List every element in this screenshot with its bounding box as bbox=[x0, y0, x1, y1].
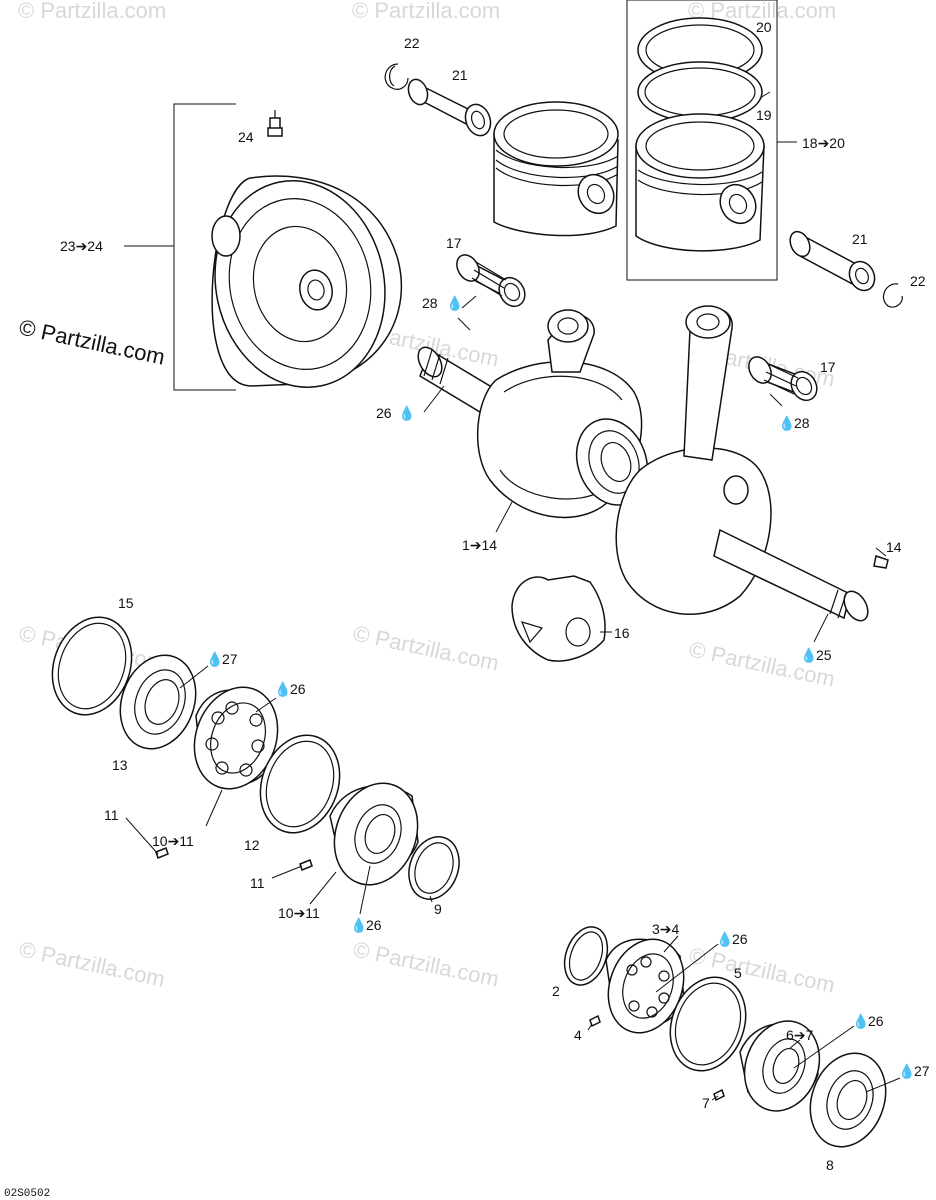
crankshaft-assembly bbox=[417, 305, 869, 622]
callout-23-24: 23➔24 bbox=[60, 238, 103, 254]
callout-6-7: 6➔7 bbox=[786, 1027, 814, 1043]
callout-12: 12 bbox=[244, 837, 260, 853]
callout-14: 14 bbox=[886, 539, 902, 555]
callout-18-20: 18➔20 bbox=[802, 135, 845, 151]
piston-ring-20 bbox=[637, 17, 763, 123]
callout-26: 26 bbox=[732, 931, 748, 947]
bearing-retainer-16 bbox=[511, 575, 606, 662]
dowel-pin-4 bbox=[589, 1014, 601, 1028]
shim-9 bbox=[408, 836, 460, 900]
callout-11: 11 bbox=[250, 875, 265, 891]
callout-9: 9 bbox=[434, 901, 442, 917]
watermark: © Partzilla.com bbox=[351, 620, 501, 675]
oil-drop-icon: 💧 bbox=[446, 295, 463, 312]
callout-22: 22 bbox=[910, 273, 926, 289]
callout-21: 21 bbox=[852, 231, 868, 247]
oil-drop-icon: 💧 bbox=[778, 415, 795, 432]
oil-drop-icon: 💧 bbox=[398, 405, 415, 422]
oil-drop-icon: 💧 bbox=[206, 651, 223, 668]
dowel-pin-7 bbox=[713, 1088, 725, 1102]
watermark: © Partzilla.com bbox=[351, 936, 501, 991]
callout-3-4: 3➔4 bbox=[652, 921, 680, 937]
watermark: © Partzilla.com bbox=[18, 0, 166, 23]
piston-kit-box bbox=[626, 0, 778, 281]
ring-5 bbox=[669, 976, 747, 1072]
callout-8: 8 bbox=[826, 1157, 834, 1173]
callout-11: 11 bbox=[104, 807, 119, 823]
oil-drop-icon: 💧 bbox=[800, 647, 817, 664]
callout-16: 16 bbox=[614, 625, 630, 641]
needle-bearing-17-right bbox=[748, 356, 818, 402]
callout-26: 26 bbox=[868, 1013, 884, 1029]
callout-5: 5 bbox=[734, 965, 742, 981]
piston-left bbox=[493, 101, 619, 237]
watermark: © Partzilla.com bbox=[688, 0, 836, 23]
piston-pin-21-left bbox=[407, 78, 492, 137]
piston-right-19 bbox=[635, 113, 765, 252]
shim-2 bbox=[563, 926, 609, 986]
oil-drop-icon: 💧 bbox=[716, 931, 733, 948]
callout-2: 2 bbox=[552, 983, 560, 999]
callout-26: 26 bbox=[290, 681, 306, 697]
callout-15: 15 bbox=[118, 595, 134, 611]
woodruff-key-14 bbox=[873, 555, 889, 569]
leader-lines bbox=[125, 91, 901, 1101]
callout-labels: 22 21 20 19 18➔20 24 23➔24 17 28 💧 21 22… bbox=[60, 19, 930, 1173]
callout-26: 26 bbox=[376, 405, 392, 421]
watermark: © Partzilla.com bbox=[17, 936, 167, 991]
callout-17: 17 bbox=[446, 235, 462, 251]
callout-28: 28 bbox=[422, 295, 438, 311]
callout-27: 27 bbox=[914, 1063, 930, 1079]
callout-22: 22 bbox=[404, 35, 420, 51]
ring-12 bbox=[259, 734, 341, 834]
bracket-23-24 bbox=[173, 103, 236, 391]
oil-seal-8 bbox=[809, 1052, 887, 1148]
oil-drop-icon: 💧 bbox=[350, 917, 367, 934]
oil-drop-icon: 💧 bbox=[852, 1013, 869, 1030]
callout-21: 21 bbox=[452, 67, 468, 83]
callout-26: 26 bbox=[366, 917, 382, 933]
diagram-code: 02S0502 bbox=[4, 1188, 50, 1200]
callout-10-11: 10➔11 bbox=[278, 905, 320, 921]
callout-19: 19 bbox=[756, 107, 772, 123]
piston-pin-21-right bbox=[789, 230, 876, 292]
callout-20: 20 bbox=[756, 19, 772, 35]
ball-bearing-3 bbox=[605, 938, 685, 1034]
callout-7: 7 bbox=[702, 1095, 710, 1111]
watermark: © Partzilla.com bbox=[352, 0, 500, 23]
needle-bearing-17-left bbox=[456, 254, 526, 308]
callout-17: 17 bbox=[820, 359, 836, 375]
callout-1-14: 1➔14 bbox=[462, 537, 497, 553]
callout-13: 13 bbox=[112, 757, 128, 773]
oil-drop-icon: 💧 bbox=[898, 1063, 915, 1080]
callout-27: 27 bbox=[222, 651, 238, 667]
flywheel-23 bbox=[211, 175, 403, 388]
callout-25: 25 bbox=[816, 647, 832, 663]
ball-bearing-10 bbox=[193, 686, 279, 790]
oil-seal-13 bbox=[119, 654, 197, 750]
ball-bearing-6 bbox=[739, 1020, 821, 1112]
dowel-pin-11a bbox=[155, 847, 169, 859]
ball-bearing-10b bbox=[329, 782, 419, 886]
callout-28: 28 bbox=[794, 415, 810, 431]
oil-drop-icon: 💧 bbox=[274, 681, 291, 698]
watermark: © Partzilla.com bbox=[687, 636, 837, 691]
grease-fitting-24 bbox=[267, 110, 283, 137]
shim-15 bbox=[51, 616, 133, 716]
partzilla-watermark: © Partzilla.com bbox=[17, 314, 167, 369]
circlip-22-left bbox=[384, 63, 409, 90]
circlip-22-right bbox=[883, 283, 903, 308]
callout-4: 4 bbox=[574, 1027, 582, 1043]
callout-10-11: 10➔11 bbox=[152, 833, 194, 849]
callout-24: 24 bbox=[238, 129, 254, 145]
dowel-pin-11b bbox=[299, 859, 313, 871]
